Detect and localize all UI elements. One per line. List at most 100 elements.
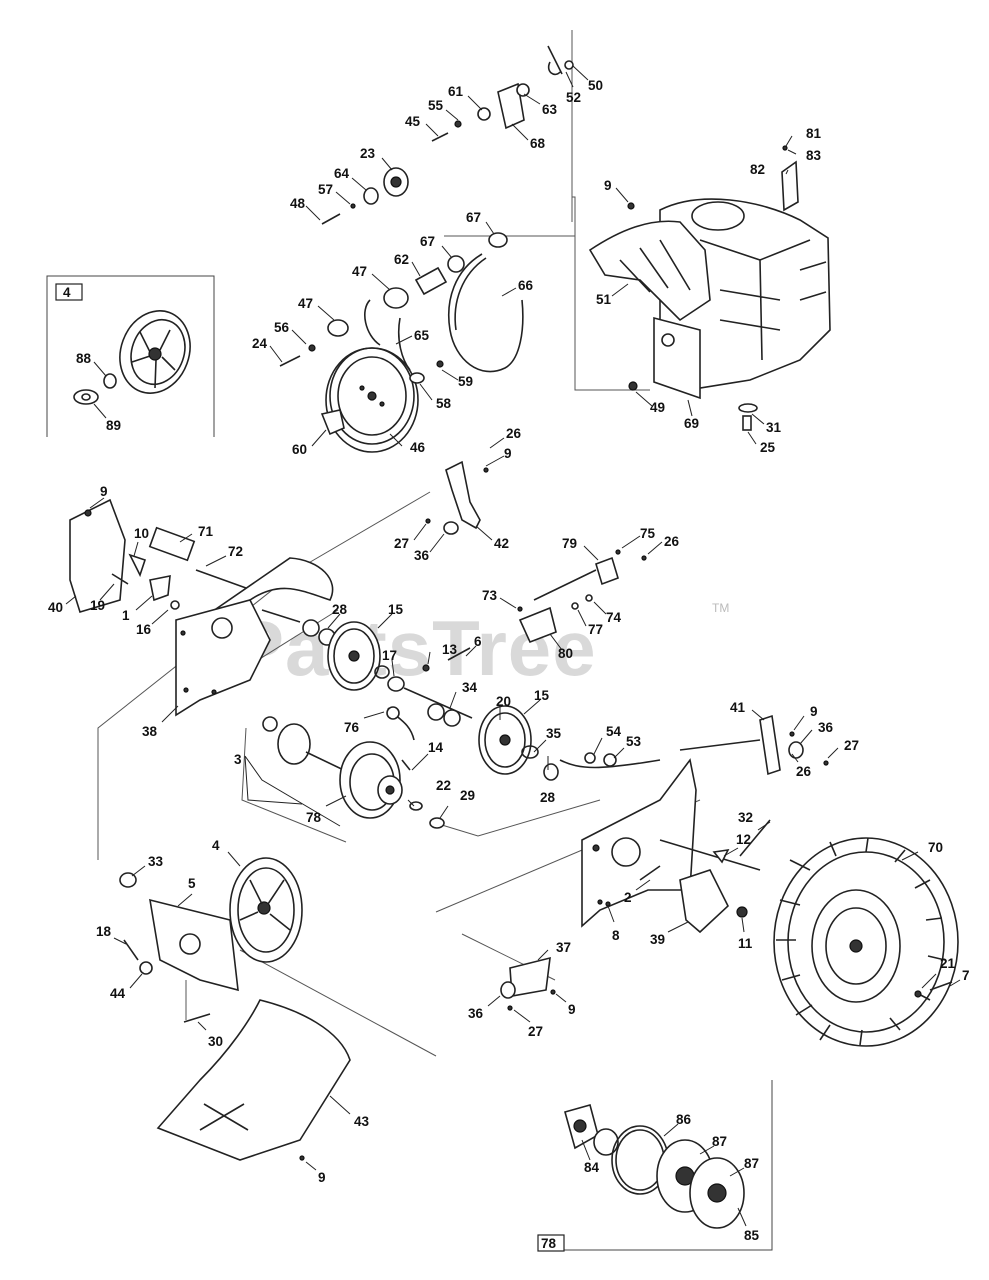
callout-54: 54 [606,724,622,739]
callout-71: 71 [198,524,214,539]
callout-32: 32 [738,810,753,825]
callout-23: 23 [360,146,376,161]
callout-4: 4 [212,838,220,853]
callout-48: 48 [290,196,306,211]
callout-31: 31 [766,420,782,435]
callout-86: 86 [676,1112,692,1127]
bottom-cover [156,999,351,1161]
lower-left-parts [119,857,303,1023]
callout-35: 35 [546,726,562,741]
callout-73: 73 [482,588,498,603]
gear-inset: 78 [537,1080,773,1252]
callout-46: 46 [410,440,426,455]
callout-1: 1 [122,608,130,623]
callout-11: 11 [738,936,753,951]
callout-78: 78 [306,810,322,825]
callout-36-right: 36 [818,720,834,735]
callout-21: 21 [940,956,956,971]
callout-18: 18 [96,924,112,939]
callout-84: 84 [584,1160,600,1175]
callout-19: 19 [90,598,105,613]
callout-80: 80 [558,646,573,661]
bottom-bracket [500,956,556,1011]
pulley-inset-tag: 4 [63,285,71,300]
leader-lines [65,65,961,1227]
callout-9-lower: 9 [568,1002,576,1017]
callout-41: 41 [730,700,746,715]
callout-30: 30 [208,1034,223,1049]
callout-88: 88 [76,351,92,366]
callout-28-lower: 28 [540,790,556,805]
callout-5: 5 [188,876,196,891]
callout-59: 59 [458,374,473,389]
callout-36-upper: 36 [414,548,430,563]
callout-74: 74 [606,610,622,625]
callout-77: 77 [588,622,603,637]
callout-16: 16 [136,622,152,637]
callout-6: 6 [474,634,482,649]
callout-29: 29 [460,788,475,803]
callout-72: 72 [228,544,243,559]
side-plate [559,714,829,934]
callout-37: 37 [556,940,571,955]
callout-50: 50 [588,78,603,93]
wheel [773,837,959,1047]
callout-12: 12 [736,832,751,847]
callout-8: 8 [612,928,620,943]
callout-7: 7 [962,968,970,983]
callout-68: 68 [530,136,546,151]
callout-17: 17 [382,648,397,663]
callout-44: 44 [110,986,126,1001]
callout-76: 76 [344,720,360,735]
callout-87-lower: 87 [744,1156,759,1171]
callout-89: 89 [106,418,121,433]
callout-20: 20 [496,694,511,709]
callout-58: 58 [436,396,452,411]
callout-34: 34 [462,680,478,695]
callout-9-bracket: 9 [504,446,512,461]
callout-87-upper: 87 [712,1134,727,1149]
callout-81: 81 [806,126,822,141]
callout-62: 62 [394,252,409,267]
callout-47-upper: 47 [352,264,367,279]
callout-3: 3 [234,752,242,767]
callout-2: 2 [624,890,632,905]
gear-inset-tag: 78 [541,1236,557,1251]
callout-38: 38 [142,724,158,739]
callout-70: 70 [928,840,943,855]
callout-75: 75 [640,526,656,541]
callout-53: 53 [626,734,642,749]
callout-14: 14 [428,740,444,755]
callout-65: 65 [414,328,430,343]
callout-15-lower: 15 [534,688,550,703]
callout-9-top: 9 [604,178,612,193]
callout-25: 25 [760,440,776,455]
gears [327,621,559,781]
belts-pulleys [279,232,524,453]
callout-79: 79 [562,536,577,551]
callout-33: 33 [148,854,164,869]
callout-51: 51 [596,292,612,307]
top-linkage [321,45,574,225]
callout-36-lower: 36 [468,1006,484,1021]
callout-66: 66 [518,278,534,293]
callout-15-upper: 15 [388,602,404,617]
callout-85: 85 [744,1228,760,1243]
callout-26-top: 26 [506,426,522,441]
callout-64: 64 [334,166,350,181]
callout-61: 61 [448,84,464,99]
callout-27-upper: 27 [394,536,409,551]
callout-10: 10 [134,526,149,541]
callout-28-upper: 28 [332,602,348,617]
watermark-tm: TM [712,601,729,615]
callout-9-bottom: 9 [318,1170,326,1185]
callout-60: 60 [292,442,307,457]
callout-57: 57 [318,182,333,197]
shaft-assembly [262,716,445,829]
callout-40: 40 [48,600,63,615]
callout-82: 82 [750,162,765,177]
callout-9-right: 9 [810,704,818,719]
callout-numbers: 52 50 63 61 55 45 68 23 64 57 48 9 81 83… [48,78,970,1243]
callout-27-lower: 27 [528,1024,543,1039]
